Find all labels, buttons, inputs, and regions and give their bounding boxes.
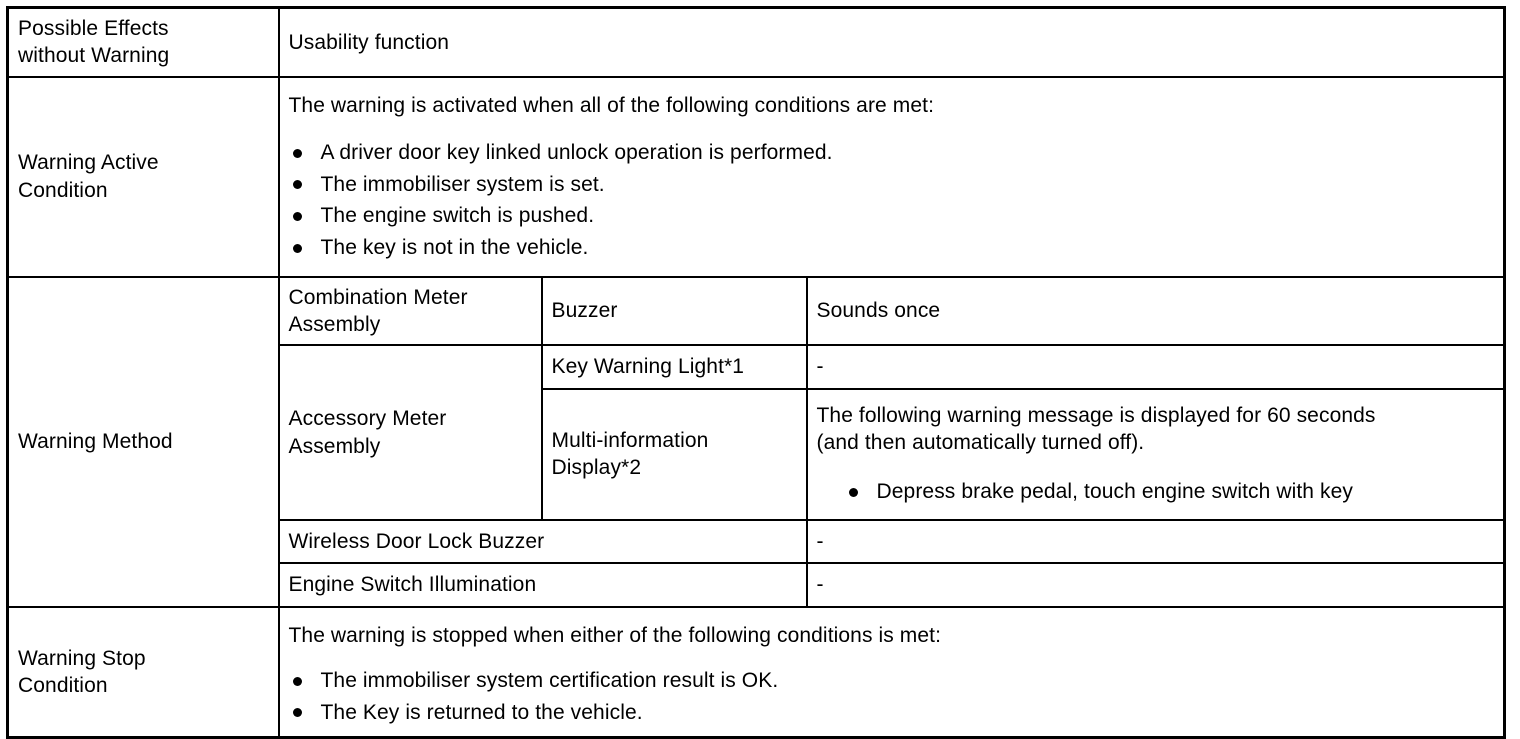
cell-combination-meter-assembly: Combination Meter Assembly	[277, 275, 543, 347]
device-label-line-1: Multi-information	[551, 429, 709, 453]
device-label: Key Warning Light*1	[551, 355, 745, 379]
assembly-label-line-2: Assembly	[288, 313, 381, 337]
value-text: -	[816, 529, 824, 553]
list-item-label: A driver door key linked unlock operatio…	[320, 140, 833, 164]
list-item: The engine switch is pushed.	[289, 202, 1496, 230]
cell-warning-active-condition-content: The warning is activated when all of the…	[277, 75, 1506, 278]
table-row-engine-switch-illumination: Engine Switch Illumination -	[8, 562, 1506, 608]
bullet-icon	[292, 148, 302, 158]
mid-value-line-1: The following warning message is display…	[816, 403, 1376, 427]
table-row-wireless-door-lock-buzzer: Wireless Door Lock Buzzer -	[8, 518, 1506, 565]
cell-device-engine-switch-illumination: Engine Switch Illumination	[277, 562, 808, 608]
list-item: The immobiliser system certification res…	[289, 667, 1496, 695]
mid-value-line-2: (and then automatically turned off).	[816, 430, 1145, 454]
cell-value-multi-information-display: The following warning message is display…	[805, 387, 1506, 521]
list-item: The Key is returned to the vehicle.	[289, 699, 1496, 727]
list-item-label: The immobiliser system certification res…	[320, 668, 779, 692]
list-item: The key is not in the vehicle.	[289, 234, 1496, 262]
cell-possible-effects-value: Usability function	[277, 6, 1506, 78]
row-label-line-1: Warning Active	[18, 151, 159, 175]
cell-device-key-warning-light: Key Warning Light*1	[540, 344, 808, 390]
value-text: Sounds once	[816, 299, 941, 323]
cell-value-engine-switch-illumination: -	[805, 562, 1506, 608]
list-item-label: The immobiliser system is set.	[320, 172, 605, 196]
warning-stop-bullet-list: The immobiliser system certification res…	[289, 667, 1496, 726]
device-label: Buzzer	[551, 299, 618, 323]
bullet-icon	[292, 212, 302, 222]
cell-value-key-warning-light: -	[805, 344, 1506, 390]
device-label: Wireless Door Lock Buzzer	[288, 529, 545, 553]
assembly-label-line-2: Assembly	[288, 434, 381, 458]
device-label-line-2: Display*2	[551, 456, 642, 480]
bullet-icon	[292, 676, 302, 686]
cell-value-buzzer: Sounds once	[805, 275, 1506, 347]
list-item: The immobiliser system is set.	[289, 171, 1496, 199]
row-label-line-1: Warning Stop	[18, 646, 146, 670]
cell-value-wireless-door-lock-buzzer: -	[805, 518, 1506, 565]
row-label-warning-active-condition: Warning Active Condition	[6, 75, 280, 278]
cell-device-wireless-door-lock-buzzer: Wireless Door Lock Buzzer	[277, 518, 808, 565]
list-item-label: The engine switch is pushed.	[320, 204, 595, 228]
warning-active-lead-text: The warning is activated when all of the…	[288, 93, 935, 117]
bullet-icon	[292, 708, 302, 718]
assembly-label-line-1: Accessory Meter	[288, 407, 447, 431]
value-text: -	[816, 573, 824, 597]
bullet-icon	[292, 180, 302, 190]
warning-stop-lead-text: The warning is stopped when either of th…	[288, 623, 942, 647]
row-label-line-1: Possible Effects	[18, 17, 169, 40]
bullet-icon	[292, 243, 302, 253]
row-label-line-2: without Warning	[18, 44, 170, 68]
row-label-line-2: Condition	[18, 178, 108, 202]
table-row-possible-effects: Possible Effects without Warning Usabili…	[6, 6, 1506, 78]
assembly-label-line-1: Combination Meter	[288, 285, 468, 309]
list-item-label: The Key is returned to the vehicle.	[320, 700, 643, 724]
mid-bullet-list: Depress brake pedal, touch engine switch…	[817, 478, 1496, 506]
warning-specification-table: Possible Effects without Warning Usabili…	[6, 6, 1506, 739]
bullet-icon	[848, 488, 858, 498]
table-row-warning-active-condition: Warning Active Condition The warning is …	[6, 75, 1506, 278]
cell-accessory-meter-assembly: Accessory Meter Assembly	[277, 344, 543, 521]
row-label-warning-method: Warning Method	[6, 275, 280, 608]
table-row-multi-information-display: Multi-information Display*2 The followin…	[8, 387, 1506, 521]
device-label: Engine Switch Illumination	[288, 573, 537, 597]
cell-device-multi-information-display: Multi-information Display*2	[540, 387, 808, 521]
value-text: -	[816, 355, 824, 379]
list-item: Depress brake pedal, touch engine switch…	[845, 478, 1496, 506]
table-row-combination-meter-buzzer: Warning Method Combination Meter Assembl…	[6, 275, 1506, 608]
table-row-warning-stop-condition: Warning Stop Condition The warning is st…	[6, 605, 1506, 739]
warning-active-bullet-list: A driver door key linked unlock operatio…	[289, 139, 1496, 262]
list-item: A driver door key linked unlock operatio…	[289, 139, 1496, 167]
row-label-line-2: Condition	[18, 673, 108, 697]
possible-effects-text: Usability function	[288, 30, 450, 54]
cell-device-buzzer: Buzzer	[540, 275, 808, 347]
list-item-label: The key is not in the vehicle.	[320, 236, 589, 260]
list-item-label: Depress brake pedal, touch engine switch…	[876, 480, 1353, 504]
cell-warning-stop-condition-content: The warning is stopped when either of th…	[277, 605, 1506, 739]
row-label-warning-stop-condition: Warning Stop Condition	[6, 605, 280, 739]
row-label-possible-effects: Possible Effects without Warning	[6, 6, 280, 78]
row-label-text: Warning Method	[18, 430, 173, 454]
table-row-accessory-meter-key-warning-light: Accessory Meter Assembly Key Warning Lig…	[8, 344, 1506, 521]
